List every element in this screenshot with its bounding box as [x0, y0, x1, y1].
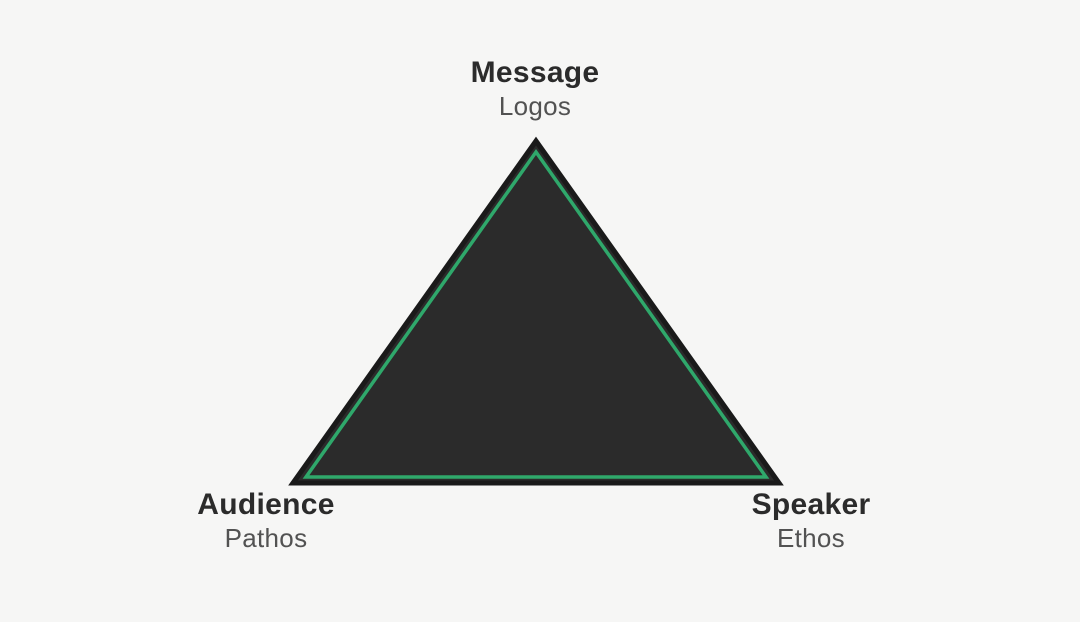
vertex-sublabel-logos: Logos	[498, 91, 572, 121]
vertex-label-message: Message	[470, 56, 600, 89]
vertex-top: Message Logos	[471, 56, 600, 123]
vertex-sublabel-ethos: Ethos	[776, 523, 845, 553]
triangle-border-outline	[288, 136, 784, 486]
vertex-sublabel-pathos: Pathos	[224, 523, 308, 553]
triangle-inner-green-outline	[302, 148, 770, 479]
vertex-bottom-left: Audience Pathos	[197, 488, 334, 555]
vertex-label-audience: Audience	[197, 488, 335, 521]
vertex-label-speaker: Speaker	[751, 488, 871, 521]
vertex-bottom-right: Speaker Ethos	[752, 488, 871, 555]
triangle-outer-polygon	[293, 141, 779, 483]
